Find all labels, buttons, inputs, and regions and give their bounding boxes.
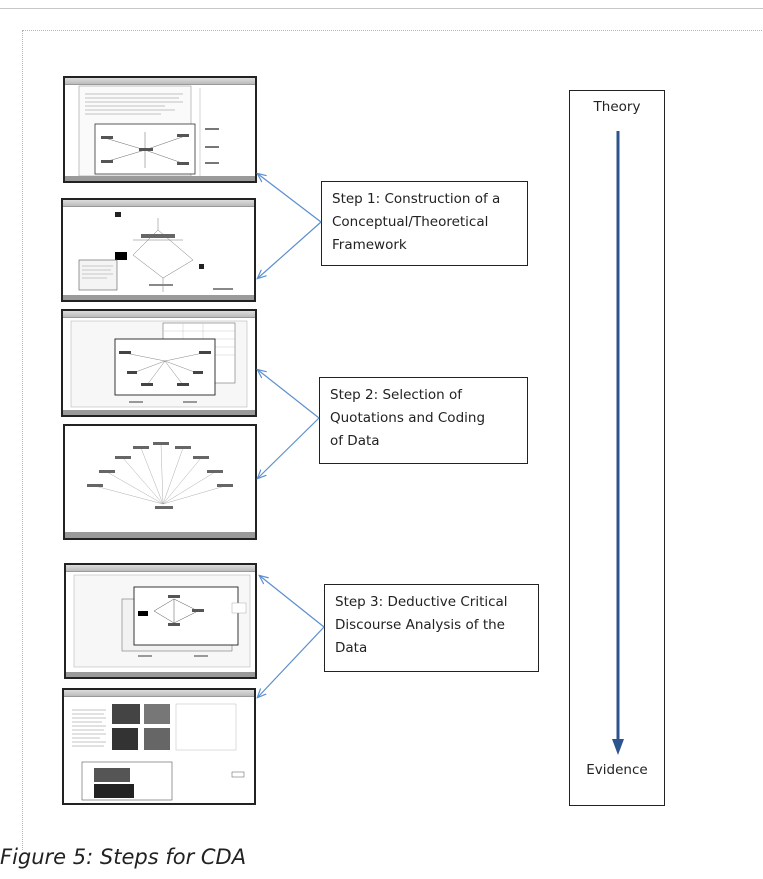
- step-3-line-1: Step 3: Deductive Critical: [335, 594, 508, 610]
- thumbnail-analysis-window: [64, 563, 257, 679]
- theory-label: Theory: [593, 99, 641, 115]
- step-2-arrow-upper: [258, 370, 320, 419]
- evidence-label: Evidence: [586, 762, 648, 778]
- step-3-arrow-lower: [258, 626, 325, 697]
- step-3-line-3: Data: [335, 640, 368, 656]
- step-2-line-2: Quotations and Coding: [330, 410, 486, 426]
- step-1-arrow-lower: [258, 221, 322, 278]
- step-3-box: Step 3: Deductive Critical Discourse Ana…: [324, 584, 539, 672]
- down-arrow: [612, 131, 624, 755]
- figure-caption: Figure 5: Steps for CDA: [0, 845, 247, 869]
- thumbnail-analysis-document: [62, 688, 256, 805]
- thumbnail-coding-network: [63, 424, 257, 540]
- step-1-line-1: Step 1: Construction of a: [332, 191, 501, 207]
- step-2-arrow-lower: [258, 417, 320, 478]
- step-2-box: Step 2: Selection of Quotations and Codi…: [319, 377, 528, 464]
- step-1-box: Step 1: Construction of a Conceptual/The…: [321, 181, 528, 266]
- thumbnail-framework-network: [61, 198, 256, 302]
- figure-frame: [22, 30, 762, 850]
- thumbnail-framework-document: [63, 76, 257, 183]
- step-3-arrow-upper: [260, 576, 325, 628]
- step-2-line-1: Step 2: Selection of: [330, 387, 462, 403]
- step-1-arrow-upper: [258, 174, 322, 223]
- step-1-line-2: Conceptual/Theoretical: [332, 214, 489, 230]
- step-2-line-3: of Data: [330, 433, 380, 449]
- thumbnail-coding-window: [61, 309, 257, 417]
- step-3-line-2: Discourse Analysis of the: [335, 617, 505, 633]
- theory-evidence-box: Theory Evidence: [569, 90, 665, 806]
- step-1-line-3: Framework: [332, 237, 407, 253]
- page-top-rule: [0, 8, 763, 9]
